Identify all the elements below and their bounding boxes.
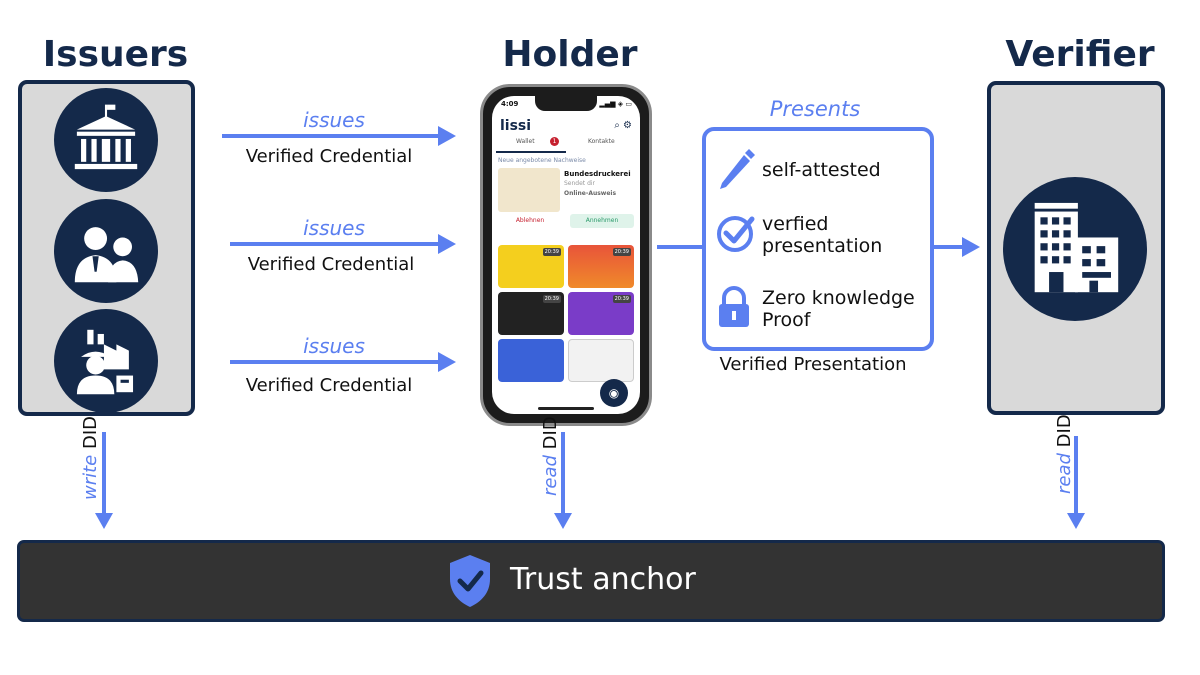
read-did-line-verifier: [1074, 436, 1078, 516]
issues-label-1: issues: [303, 108, 365, 132]
factory-worker-icon: [54, 309, 158, 413]
phone-notch: [535, 96, 597, 111]
office-buildings-icon: [1003, 177, 1147, 321]
tab-wallet[interactable]: Wallet: [516, 138, 535, 145]
issuer-name: Bundesdruckerei: [564, 170, 631, 178]
presentation-to-verifier-head: [962, 237, 980, 257]
presentation-box: self-attested verfied presentation Zero …: [702, 127, 934, 351]
write-did-line: [102, 432, 106, 516]
self-attested-text: self-attested: [762, 159, 881, 181]
trust-anchor-label: Trust anchor: [510, 562, 696, 597]
credential-tile-orange[interactable]: 20:39: [568, 245, 634, 288]
zero-knowledge-proof-text: Zero knowledge Proof: [762, 287, 915, 331]
write-did-arrow-head: [95, 513, 113, 529]
home-indicator: [538, 407, 594, 410]
pen-icon: [716, 147, 756, 195]
verified-credential-label-2: Verified Credential: [247, 254, 415, 275]
issuers-title: Issuers: [42, 34, 189, 75]
credential-tile-key[interactable]: 20:39: [568, 292, 634, 335]
holder-to-presentation-line: [657, 245, 704, 249]
read-did-arrow-head-verifier: [1067, 513, 1085, 529]
id-card-image: [498, 168, 560, 212]
active-tab-indicator: [496, 151, 566, 153]
verified-presentation-label: Verified Presentation: [719, 354, 907, 375]
phone-toolbar-icons[interactable]: ⌕ ⚙: [614, 120, 632, 131]
issues-arrow-head-1: [438, 126, 456, 146]
issues-arrow-head-2: [438, 234, 456, 254]
read-did-arrow-head-holder: [554, 513, 572, 529]
people-icon: [54, 199, 158, 303]
decline-button[interactable]: Ablehnen: [515, 217, 545, 224]
presents-label: Presents: [769, 97, 861, 121]
camera-button[interactable]: ◉: [600, 379, 628, 407]
tab-kontakte[interactable]: Kontakte: [588, 138, 615, 145]
check-circle-icon: [716, 213, 756, 257]
read-did-line-holder: [561, 432, 565, 516]
holder-title: Holder: [502, 34, 638, 75]
lissi-logo: lissi: [500, 118, 532, 134]
lock-icon: [716, 285, 752, 333]
trust-anchor-bar: [17, 540, 1165, 622]
government-building-icon: [54, 88, 158, 192]
accept-button[interactable]: Annehmen: [570, 214, 634, 228]
read-did-label-holder: read DID: [540, 416, 561, 496]
phone-status-icons: ▂▄▆ ◈ ▭: [599, 100, 632, 108]
issues-arrow-head-3: [438, 352, 456, 372]
shield-check-icon: [446, 553, 494, 613]
presentation-to-verifier-line: [934, 245, 964, 249]
issues-label-2: issues: [303, 216, 365, 240]
verifier-title: Verifier: [1005, 34, 1155, 75]
credential-tile-id[interactable]: [568, 339, 634, 382]
verified-credential-label-1: Verified Credential: [245, 146, 413, 167]
credential-tile-yellow[interactable]: 20:39: [498, 245, 564, 288]
write-did-label: write DID: [80, 415, 101, 500]
credential-tile-card[interactable]: 20:39: [498, 292, 564, 335]
offered-credentials-heading: Neue angebotene Nachweise: [498, 157, 586, 164]
phone-time: 4:09: [501, 100, 519, 108]
issues-arrow-2: [230, 242, 440, 246]
verified-credential-label-3: Verified Credential: [245, 375, 413, 396]
credential-tile-blue[interactable]: [498, 339, 564, 382]
issues-arrow-3: [230, 360, 440, 364]
wallet-badge: 1: [550, 137, 559, 146]
verified-presentation-text: verfied presentation: [762, 213, 883, 257]
sent-by-label: Sendet dir: [564, 180, 596, 187]
credential-name: Online-Ausweis: [564, 190, 617, 197]
issues-arrow-1: [222, 134, 440, 138]
issues-label-3: issues: [303, 334, 365, 358]
phone-screen: 4:09 ▂▄▆ ◈ ▭ lissi ⌕ ⚙ Wallet 1 Kontakte…: [492, 96, 640, 414]
holder-phone: 4:09 ▂▄▆ ◈ ▭ lissi ⌕ ⚙ Wallet 1 Kontakte…: [480, 84, 652, 426]
read-did-label-verifier: read DID: [1054, 414, 1075, 494]
